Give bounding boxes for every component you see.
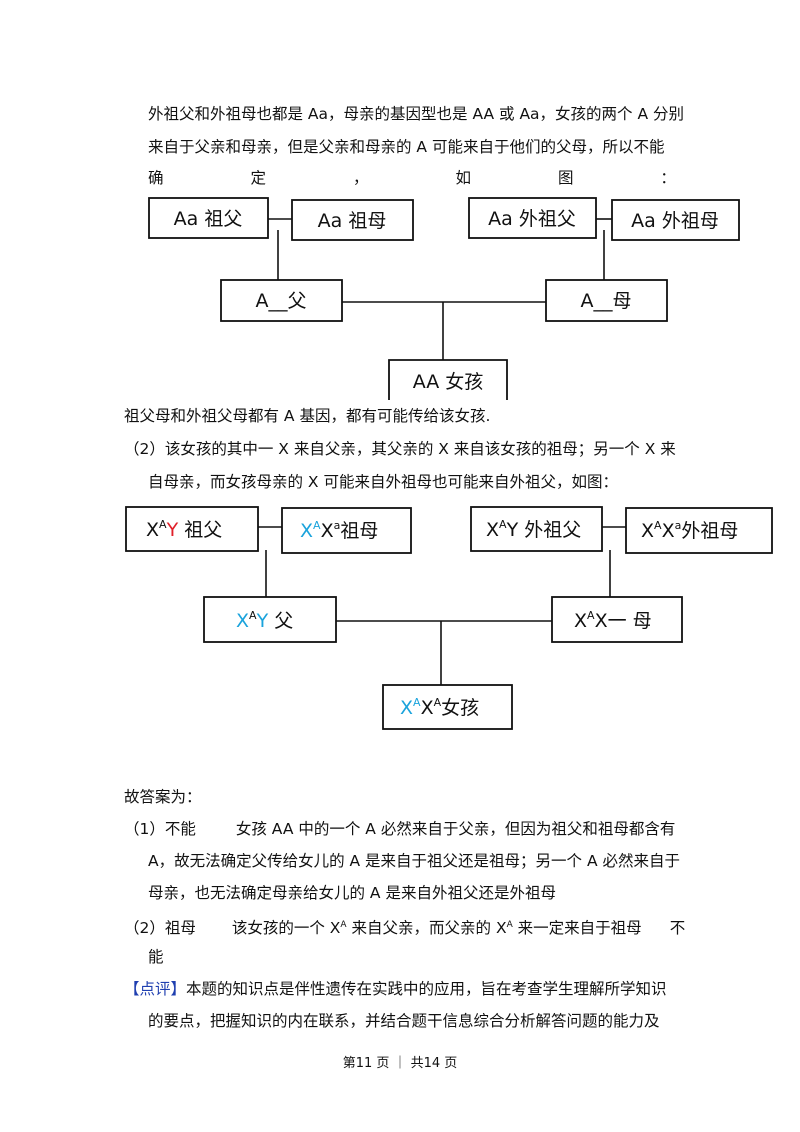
box-girl xyxy=(382,684,513,730)
char: 图 xyxy=(557,169,574,187)
text-line: （2）该女孩的其中一 X 来自父亲，其父亲的 X 来自该女孩的祖母；另一个 X … xyxy=(124,440,676,458)
pedigree-diagram-2: XAY 祖父 XAXa祖母 XAY 外祖父 XAXa外祖母 XAY 父 XAX一… xyxy=(125,506,773,730)
label-grandfather: Aa 祖父 xyxy=(174,208,243,230)
box-mother xyxy=(551,596,683,643)
text-line-justified: 确 定 ， 如 图 ： xyxy=(148,167,676,189)
label-maternal-grandmother: XAXa外祖母 xyxy=(641,519,738,542)
box-maternal-grandmother xyxy=(625,507,773,554)
char: ， xyxy=(352,169,369,187)
label-mother: XAX一 母 xyxy=(574,609,652,632)
box-grandfather xyxy=(125,506,259,552)
box-maternal-grandfather xyxy=(470,506,603,552)
text-line: 的要点，把握知识的内在联系，并结合题干信息综合分析解答问题的能力及 xyxy=(148,1012,660,1030)
box-mother xyxy=(545,279,668,322)
label-girl: XAXA女孩 xyxy=(400,696,479,719)
text-line: 自母亲，而女孩母亲的 X 可能来自外祖母也可能来自外祖父，如图： xyxy=(148,473,618,491)
char: 如 xyxy=(455,169,471,187)
box-girl xyxy=(388,359,508,400)
box-father xyxy=(203,596,337,643)
label-mother: A__母 xyxy=(581,290,632,312)
label-maternal-grandmother: Aa 外祖母 xyxy=(631,210,719,232)
pedigree-diagram-1: Aa 祖父 Aa 祖母 Aa 外祖父 Aa 外祖母 A__父 A__母 AA 女… xyxy=(148,197,740,400)
label-father: A__父 xyxy=(256,290,307,312)
text-line: 外祖父和外祖母也都是 Aa，母亲的基因型也是 AA 或 Aa，女孩的两个 A 分… xyxy=(148,105,685,123)
text-line: A，故无法确定父传给女儿的 A 是来自于祖父还是祖母；另一个 A 必然来自于 xyxy=(148,852,681,870)
box-maternal-grandmother xyxy=(611,199,740,241)
text-line: （1）不能 女孩 AA 中的一个 A 必然来自于父亲，但因为祖父和祖母都含有 xyxy=(124,818,675,840)
text-line: 母亲，也无法确定母亲给女儿的 A 是来自外祖父还是外祖母 xyxy=(148,884,556,902)
label-grandmother: Aa 祖母 xyxy=(318,210,387,232)
label-maternal-grandfather: Aa 外祖父 xyxy=(488,208,576,230)
label-father: XAY 父 xyxy=(236,609,293,632)
label-maternal-grandfather: XAY 外祖父 xyxy=(486,518,581,541)
char: 定 xyxy=(250,169,266,187)
box-grandmother xyxy=(291,199,414,241)
box-maternal-grandfather xyxy=(468,197,597,239)
page-footer: 第11 页 ｜ 共14 页 xyxy=(342,1056,458,1071)
box-grandfather xyxy=(148,197,269,239)
review-line: 【点评】本题的知识点是伴性遗传在实践中的应用，旨在考查学生理解所学知识 xyxy=(124,980,667,998)
label-girl: AA 女孩 xyxy=(413,371,484,393)
answer-2-label: （2）祖母 xyxy=(124,919,196,938)
answer-1-label: （1）不能 xyxy=(124,820,196,838)
label-grandfather: XAY 祖父 xyxy=(146,518,222,541)
box-father xyxy=(220,279,343,322)
answer-title: 故答案为： xyxy=(124,788,202,806)
box-grandmother xyxy=(281,507,412,554)
answer-1-text: 女孩 AA 中的一个 A 必然来自于父亲，但因为祖父和祖母都含有 xyxy=(235,820,676,838)
text-line: 祖父母和外祖父母都有 A 基因，都有可能传给该女孩. xyxy=(124,407,491,425)
label-grandmother: XAXa祖母 xyxy=(300,519,378,542)
review-bracket: 【点评】 xyxy=(124,980,187,998)
char: ： xyxy=(660,169,676,187)
text-line: （2）祖母该女孩的一个 XA 来自父亲，而父亲的 XA 来一定来自于祖母不 xyxy=(124,919,686,938)
char: 确 xyxy=(148,169,164,187)
text-line: 来自于父亲和母亲，但是父亲和母亲的 A 可能来自于他们的父母，所以不能 xyxy=(148,138,665,156)
text-line: 能 xyxy=(148,948,164,966)
